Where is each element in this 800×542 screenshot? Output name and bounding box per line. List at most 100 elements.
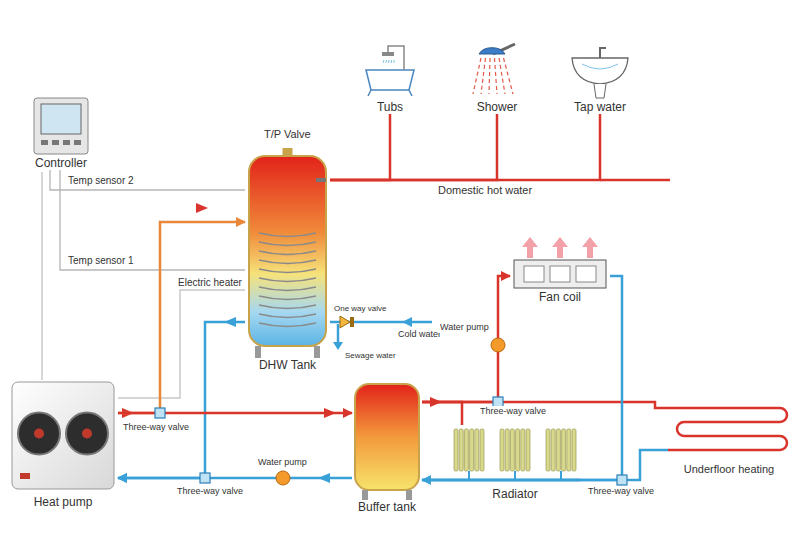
icon-shape [249, 148, 326, 358]
part-label: Sewage water [343, 351, 398, 361]
pipe-connector [118, 322, 245, 478]
icon-shape [551, 429, 555, 471]
flow-arrow [402, 317, 412, 327]
component-icon [565, 40, 635, 100]
component-icon [352, 382, 422, 500]
icon-shape [473, 44, 515, 94]
icon-shape [249, 156, 326, 346]
icon-shape [560, 471, 562, 480]
hot-water-pipe [600, 179, 670, 182]
icon-shape [567, 429, 571, 471]
dhw-tank-node: DHW Tank [245, 148, 330, 372]
icon-shape [34, 98, 88, 154]
icon-shape [516, 429, 520, 471]
icon-shape [562, 429, 566, 471]
flow-arrow [196, 203, 208, 213]
part-label: Water pump [256, 457, 309, 468]
icon-shape [668, 408, 787, 450]
icon-shape [34, 429, 44, 439]
node-label: Underfloor heating [684, 462, 775, 476]
icon-shape [41, 104, 81, 134]
component-icon [28, 96, 94, 156]
icon-shape [470, 429, 474, 471]
icon-shape [572, 48, 628, 98]
icon-shape [505, 429, 509, 471]
icon-shape [582, 237, 598, 247]
icon-shape [572, 429, 576, 471]
node-label: Tubs [377, 100, 403, 114]
icon-shape [450, 479, 580, 482]
icon-shape [524, 266, 544, 282]
fan-coil-node: Fan coil [510, 236, 610, 304]
icon-shape [450, 429, 580, 480]
icon-shape [63, 140, 70, 145]
icon-shape [388, 60, 389, 66]
hot-water-pipe [600, 179, 670, 182]
icon-shape [259, 314, 316, 318]
component-icon [245, 148, 330, 358]
part-label: Three-way valve [478, 406, 548, 417]
icon-shape [82, 429, 92, 439]
flow-arrow [333, 342, 343, 350]
icon-shape [382, 52, 394, 56]
icon-shape [481, 58, 486, 94]
component-icon [360, 40, 420, 100]
icon-shape [479, 48, 505, 54]
node-label: Heat pump [34, 495, 93, 509]
icon-shape [475, 429, 479, 471]
icon-shape [468, 471, 470, 480]
icon-shape [514, 260, 606, 288]
icon-shape [500, 429, 504, 471]
icon-shape [514, 471, 516, 480]
icon-shape [526, 429, 530, 471]
node-label: DHW Tank [259, 358, 316, 372]
icon-shape [668, 408, 787, 450]
component-icon [668, 398, 790, 462]
icon-shape [355, 384, 419, 500]
pipe-connector [330, 114, 497, 180]
icon-shape [557, 246, 563, 258]
icon-shape [18, 413, 60, 455]
part-label: Water pump [438, 322, 491, 333]
pipe-connector [118, 222, 245, 413]
node-label: Fan coil [539, 290, 581, 304]
icon-shape [594, 84, 606, 98]
icon-shape [368, 90, 412, 96]
icon-shape [316, 178, 326, 182]
one-way-valve [350, 317, 354, 327]
icon-shape [391, 60, 393, 66]
three-way-valve [617, 475, 627, 485]
icon-shape [355, 384, 419, 490]
radiator-node: Radiator [450, 425, 580, 501]
node-label: Radiator [492, 487, 537, 501]
icon-shape [366, 46, 414, 96]
icon-shape [366, 70, 414, 90]
part-label: Electric heater [176, 277, 244, 289]
part-label: Three-way valve [586, 486, 656, 497]
component-icon [450, 425, 580, 487]
node-label: Controller [35, 156, 87, 170]
icon-shape [459, 429, 463, 471]
node-label: Shower [477, 100, 518, 114]
pipe-connector [422, 276, 622, 480]
icon-shape [521, 429, 525, 471]
icon-shape [259, 251, 316, 255]
icon-shape [388, 46, 404, 70]
icon-shape [406, 490, 412, 500]
icon-shape [550, 266, 570, 282]
icon-shape [489, 58, 490, 94]
icon-shape [259, 278, 316, 282]
part-label: Cold water [396, 329, 443, 340]
tap-node: Tap water [565, 40, 635, 114]
icon-shape [454, 429, 458, 471]
pipe-connector [60, 170, 245, 270]
pipe-connector [50, 170, 245, 190]
heat-pump-node: Heat pump [8, 380, 118, 509]
icon-shape [34, 98, 88, 154]
icon-shape [514, 237, 606, 288]
control-wire [118, 290, 245, 398]
three-way-valve [155, 408, 165, 418]
node-label: Tap water [574, 100, 626, 114]
part-label: T/P Valve [262, 128, 313, 141]
